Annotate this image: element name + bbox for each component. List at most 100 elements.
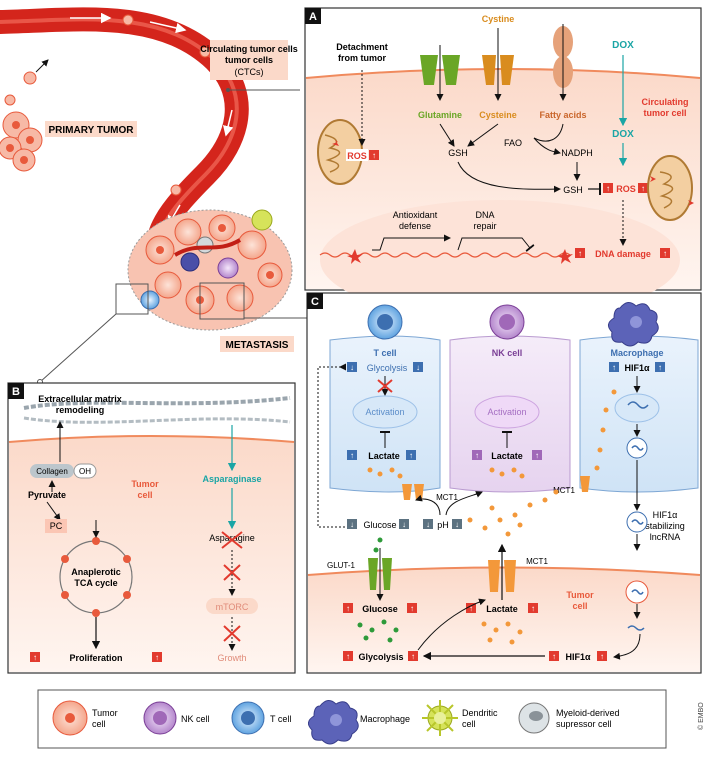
svg-text:from tumor: from tumor xyxy=(338,53,386,63)
svg-text:TCA cycle: TCA cycle xyxy=(74,578,117,588)
svg-text:↑: ↑ xyxy=(552,652,556,661)
glucose-low: Glucose xyxy=(363,520,396,530)
svg-text:lncRNA: lncRNA xyxy=(650,532,681,542)
svg-text:↑: ↑ xyxy=(641,184,645,193)
svg-text:↓: ↓ xyxy=(350,520,354,529)
metastasis-cluster xyxy=(127,209,293,331)
asparaginase-label: Asparaginase xyxy=(202,474,261,484)
ctc-cell-label: Circulating xyxy=(641,97,688,107)
glut1-label: GLUT-1 xyxy=(327,561,356,570)
dox-top-label: DOX xyxy=(612,40,634,51)
mct1-mid-label: MCT1 xyxy=(436,493,458,502)
asparagine-label: Asparagine xyxy=(209,533,255,543)
tumor-cell-label-c: Tumor xyxy=(566,590,594,600)
cystine-transporter xyxy=(482,28,514,101)
svg-text:defense: defense xyxy=(399,221,431,231)
primary-tumor-label: PRIMARY TUMOR xyxy=(49,125,135,136)
legend-item-nk: NK cell xyxy=(143,701,210,735)
antioxidant-label: Antioxidant xyxy=(393,210,438,220)
proliferation-label: Proliferation xyxy=(69,653,122,663)
svg-text:↑: ↑ xyxy=(155,653,159,662)
svg-text:cell: cell xyxy=(137,490,152,500)
ros-right: ROS xyxy=(616,184,636,194)
legend-item-mdsc: Myeloid-derived supressor cell xyxy=(518,702,620,734)
svg-text:↑: ↑ xyxy=(350,451,354,460)
copyright-credit: © EMBO xyxy=(697,702,705,730)
svg-text:T cell: T cell xyxy=(270,714,291,724)
glutamine-label: Glutamine xyxy=(418,110,462,120)
legend-item-macrophage: Macrophage xyxy=(308,700,410,745)
glycolysis-t: Glycolysis xyxy=(367,363,408,373)
svg-text:↑: ↑ xyxy=(346,604,350,613)
svg-text:↓: ↓ xyxy=(426,520,430,529)
mct1-right-channel xyxy=(580,476,590,492)
svg-text:Dendritic: Dendritic xyxy=(462,708,498,718)
ctc-abbrev: (CTCs) xyxy=(235,67,264,77)
t-cell-icon xyxy=(367,304,403,340)
hif1a-top: HIF1α xyxy=(624,363,650,373)
svg-text:↑: ↑ xyxy=(658,363,662,372)
svg-text:↑: ↑ xyxy=(578,249,582,258)
growth-label: Growth xyxy=(217,653,246,663)
hif1a-stab-label: HIF1α xyxy=(653,510,678,520)
panel-c: C T cell NK cell Macrophage ↓ Glycolysis… xyxy=(306,292,702,674)
ctc-label: Circulating tumor cells xyxy=(200,44,298,54)
glucose-tumor: Glucose xyxy=(362,604,398,614)
svg-text:↑: ↑ xyxy=(33,653,37,662)
mct1-tumor-transporter xyxy=(488,560,516,592)
dox-mid-label: DOX xyxy=(612,129,634,140)
lactate-t: Lactate xyxy=(368,451,400,461)
svg-text:↑: ↑ xyxy=(372,151,376,160)
svg-text:remodeling: remodeling xyxy=(56,405,105,415)
legend-item-t: T cell xyxy=(231,701,291,735)
dna-repair-label: DNA xyxy=(475,210,494,220)
pc-label: PC xyxy=(50,521,63,531)
activation-t: Activation xyxy=(365,407,404,417)
detachment-label: Detachment xyxy=(336,42,388,52)
svg-text:↓: ↓ xyxy=(416,363,420,372)
svg-text:↑: ↑ xyxy=(469,604,473,613)
svg-text:↑: ↑ xyxy=(410,604,414,613)
fatty-acids-label: Fatty acids xyxy=(539,110,586,120)
legend: Tumor cell NK cell T cell Macrophage Den… xyxy=(37,689,667,749)
glut1-transporter xyxy=(368,558,392,590)
mct1-mid-channel xyxy=(402,484,412,500)
svg-text:Macrophage: Macrophage xyxy=(360,714,410,724)
cystine-label: Cystine xyxy=(482,14,515,24)
svg-text:Myeloid-derived: Myeloid-derived xyxy=(556,708,620,718)
svg-text:Tumor: Tumor xyxy=(92,708,118,718)
oh-label: OH xyxy=(79,467,91,476)
svg-text:↑: ↑ xyxy=(600,652,604,661)
activation-nk: Activation xyxy=(487,407,526,417)
mitochondrion-right xyxy=(647,155,694,221)
svg-text:cell: cell xyxy=(92,719,106,729)
mct1-tumor-label: MCT1 xyxy=(526,557,548,566)
svg-text:↑: ↑ xyxy=(475,451,479,460)
mtorc-label: mTORC xyxy=(216,602,249,612)
ros-left: ROS xyxy=(347,151,367,161)
lactate-tumor: Lactate xyxy=(486,604,518,614)
panel-b-letter: B xyxy=(12,386,20,398)
legend-item-dendritic: Dendritic cell xyxy=(422,700,498,736)
svg-text:NK cell: NK cell xyxy=(181,714,210,724)
fatty-acid-transporter xyxy=(553,24,573,101)
t-cell-label: T cell xyxy=(373,348,396,358)
tca-label: Anaplerotic xyxy=(71,567,121,577)
legend-item-tumor: Tumor cell xyxy=(52,700,118,736)
glycolysis-tumor: Glycolysis xyxy=(358,652,403,662)
svg-text:repair: repair xyxy=(473,221,496,231)
svg-text:cell: cell xyxy=(462,719,476,729)
tumor-cell-label-b: Tumor xyxy=(131,479,159,489)
svg-text:stabilizing: stabilizing xyxy=(645,521,685,531)
panel-b: B Extracellular matrix remodeling Collag… xyxy=(7,382,296,674)
svg-text:↓: ↓ xyxy=(455,520,459,529)
lactate-nk: Lactate xyxy=(491,451,523,461)
macrophage-icon xyxy=(608,302,659,347)
hif1a-tumor: HIF1α xyxy=(565,652,591,662)
ecm-label: Extracellular matrix xyxy=(38,394,122,404)
panel-c-letter: C xyxy=(311,296,319,308)
nk-cell-label: NK cell xyxy=(492,348,523,358)
fao-label: FAO xyxy=(504,138,522,148)
nadph-label: NADPH xyxy=(561,148,593,158)
